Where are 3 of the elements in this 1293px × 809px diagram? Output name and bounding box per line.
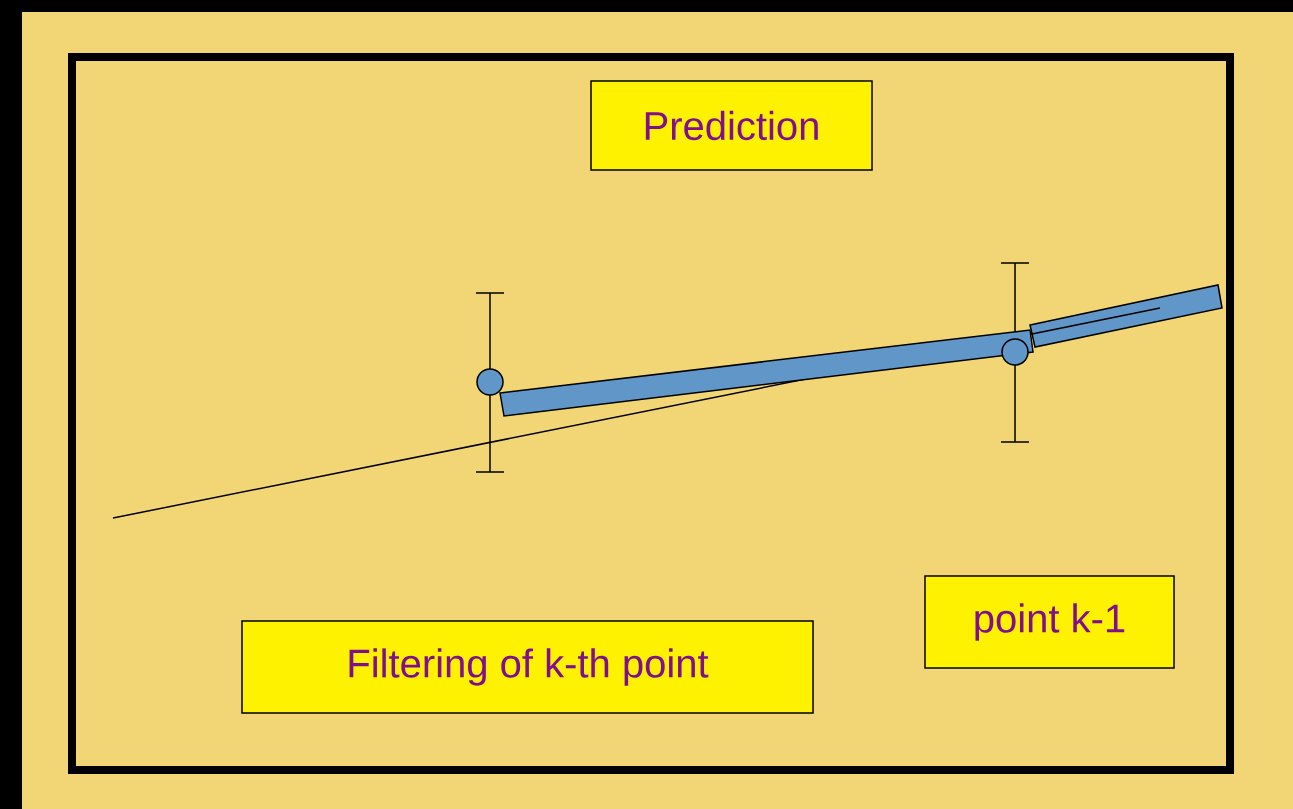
label-box: point k-1 [924,575,1175,669]
label-box: Filtering of k-th point [241,620,814,714]
label-box: Prediction [590,80,873,171]
